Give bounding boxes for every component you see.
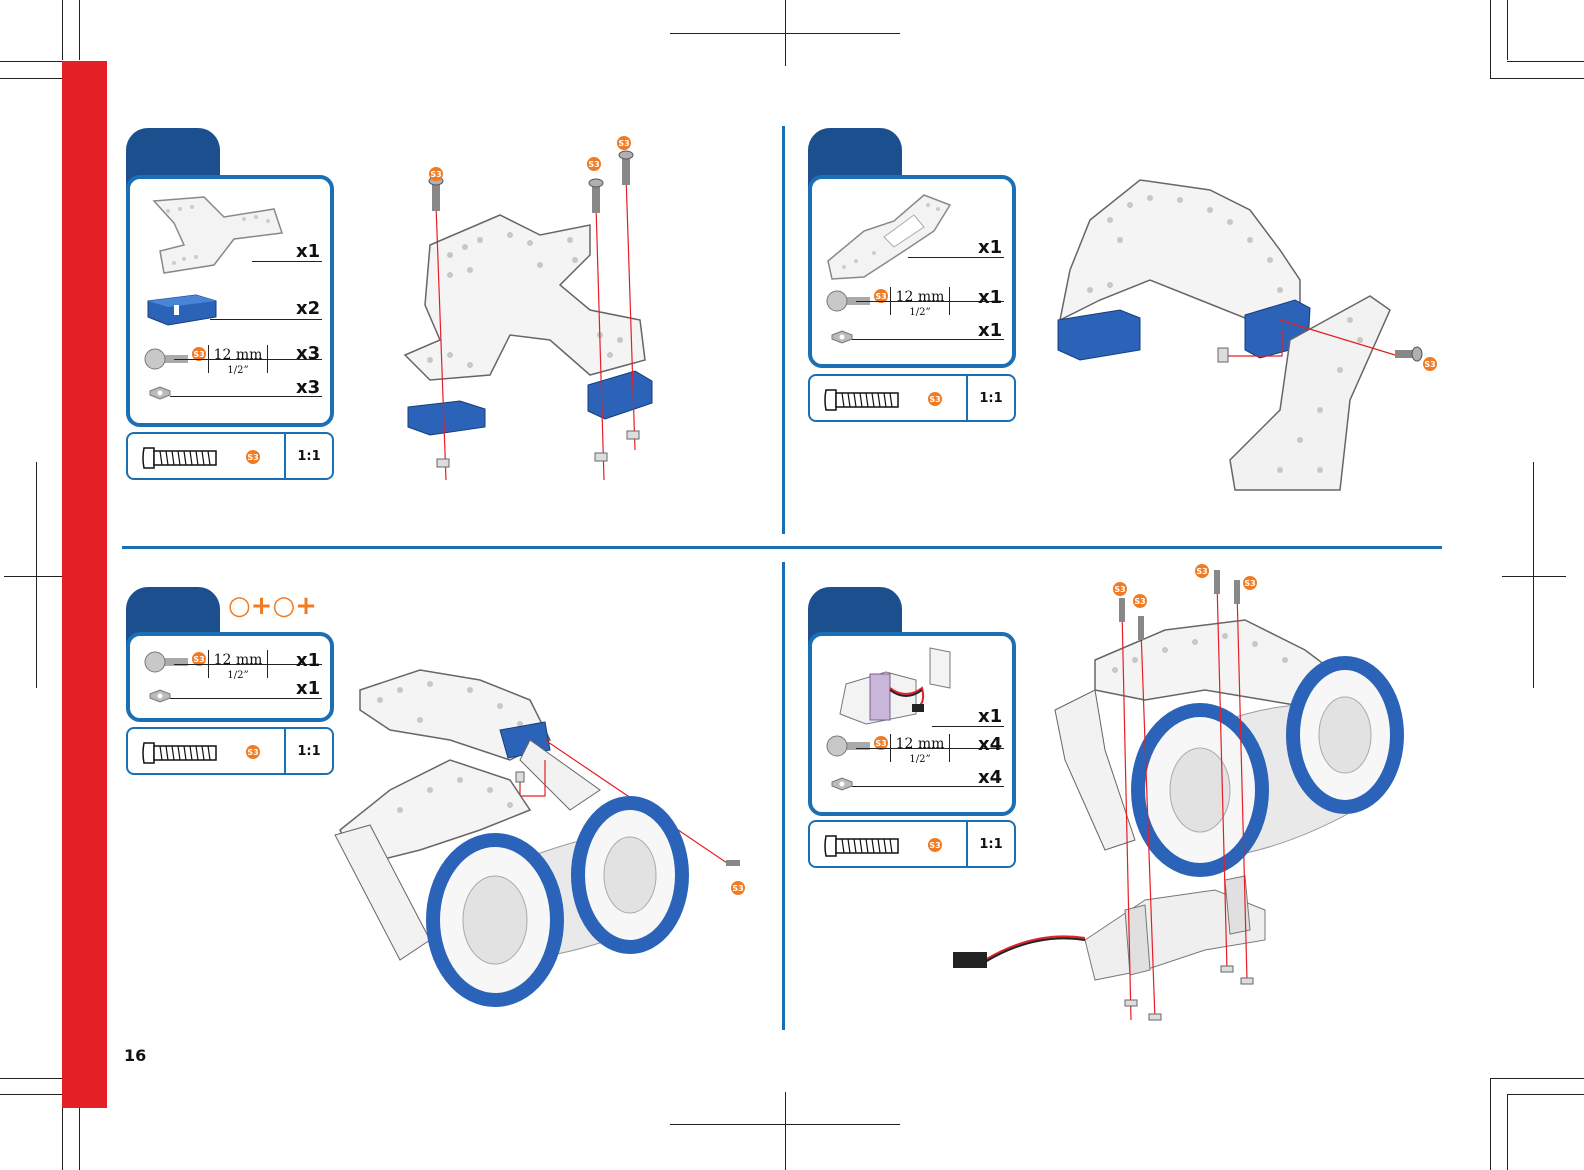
screw-length-inch: 1/2” <box>210 670 266 681</box>
screw-qty: x1 <box>296 650 320 671</box>
screw-code-badge: S3 <box>1113 582 1127 596</box>
screw-part-image <box>144 650 190 674</box>
crop-mark <box>1533 462 1534 688</box>
vertical-divider-bottom <box>782 562 785 1030</box>
crop-mark <box>62 0 63 60</box>
screw-actual-size-icon <box>822 386 902 414</box>
screw-actual-size-icon <box>140 739 220 767</box>
nut-qty: x1 <box>978 320 1002 341</box>
crop-mark <box>1502 576 1566 577</box>
screw-actual-size-icon <box>140 444 220 472</box>
screw-code-badge: S3 <box>246 450 260 464</box>
screw-code-badge: S3 <box>1133 594 1147 608</box>
scale-ratio: 1:1 <box>968 376 1014 420</box>
crop-mark <box>0 61 62 62</box>
screw-code-badge: S3 <box>928 838 942 852</box>
parts-panel: x1 x2 S3 12 mm 1/2” x3 x3 <box>126 175 334 427</box>
screw-length-inch: 1/2” <box>892 754 948 765</box>
plate-part-image <box>824 191 954 283</box>
screw-length-mm: 12 mm <box>210 347 266 363</box>
screw-length-mm: 12 mm <box>892 736 948 752</box>
screw-length-inch: 1/2” <box>210 365 266 376</box>
nut-qty: x3 <box>296 377 320 398</box>
screw-code-badge: S3 <box>246 745 260 759</box>
step2-assembly-illustration <box>1050 160 1450 500</box>
screw-length-inch: 1/2” <box>892 307 948 318</box>
crop-mark <box>670 1124 900 1125</box>
page-number: 16 <box>124 1046 146 1065</box>
nut-part-image <box>830 776 854 792</box>
scale-ratio: 1:1 <box>286 729 332 773</box>
screw-scale-box: S3 1:1 <box>126 432 334 480</box>
combine-symbol: ○+○+ <box>228 591 317 621</box>
crop-mark <box>1490 0 1491 78</box>
crop-mark <box>1507 1094 1584 1095</box>
plate-qty: x1 <box>296 241 320 262</box>
step3-assembly-illustration <box>330 660 750 1005</box>
horizontal-divider <box>122 546 1442 549</box>
crop-mark <box>1507 1094 1508 1170</box>
screw-code-badge: S3 <box>1195 564 1209 578</box>
step4-assembly-illustration <box>945 560 1435 1030</box>
nut-part-image <box>148 385 172 401</box>
crop-mark <box>1490 1078 1491 1170</box>
parts-panel: x1 S3 12 mm 1/2” x1 x1 <box>808 175 1016 368</box>
crop-mark <box>1490 78 1584 79</box>
scale-ratio: 1:1 <box>286 434 332 478</box>
bracket-qty: x2 <box>296 298 320 319</box>
screw-length-mm: 12 mm <box>210 652 266 668</box>
step1-assembly-illustration <box>390 135 680 485</box>
screw-code-badge: S3 <box>731 881 745 895</box>
nut-part-image <box>148 688 172 704</box>
screw-code-badge: S3 <box>587 157 601 171</box>
screw-length-mm: 12 mm <box>892 289 948 305</box>
parts-panel: S3 12 mm 1/2” x1 x1 <box>126 632 334 722</box>
crop-mark <box>785 1092 786 1170</box>
crop-mark <box>1490 1078 1584 1079</box>
screw-scale-box: S3 1:1 <box>808 374 1016 422</box>
crop-mark <box>1507 0 1508 60</box>
screw-code-badge: S3 <box>429 167 443 181</box>
crop-mark <box>0 78 62 79</box>
crop-mark <box>4 576 68 577</box>
screw-actual-size-icon <box>822 832 902 860</box>
plate-part-image <box>144 193 284 277</box>
nut-qty: x1 <box>296 678 320 699</box>
nut-part-image <box>830 329 854 345</box>
crop-mark <box>0 1094 62 1095</box>
blue-bracket-part-image <box>144 287 220 327</box>
screw-code-badge: S3 <box>1423 357 1437 371</box>
plate-qty: x1 <box>978 237 1002 258</box>
screw-part-image <box>826 734 872 758</box>
screw-scale-box: S3 1:1 <box>126 727 334 775</box>
crop-mark <box>79 0 80 60</box>
crop-mark <box>670 33 900 34</box>
screw-code-badge: S3 <box>1243 576 1257 590</box>
screw-code-badge: S3 <box>928 392 942 406</box>
qty-leader <box>210 319 322 320</box>
screw-qty: x3 <box>296 343 320 364</box>
crop-mark <box>36 462 37 688</box>
crop-mark <box>1507 61 1584 62</box>
screw-qty: x1 <box>978 287 1002 308</box>
side-color-bar <box>62 61 107 1108</box>
screw-code-badge: S3 <box>617 136 631 150</box>
vertical-divider-top <box>782 126 785 534</box>
